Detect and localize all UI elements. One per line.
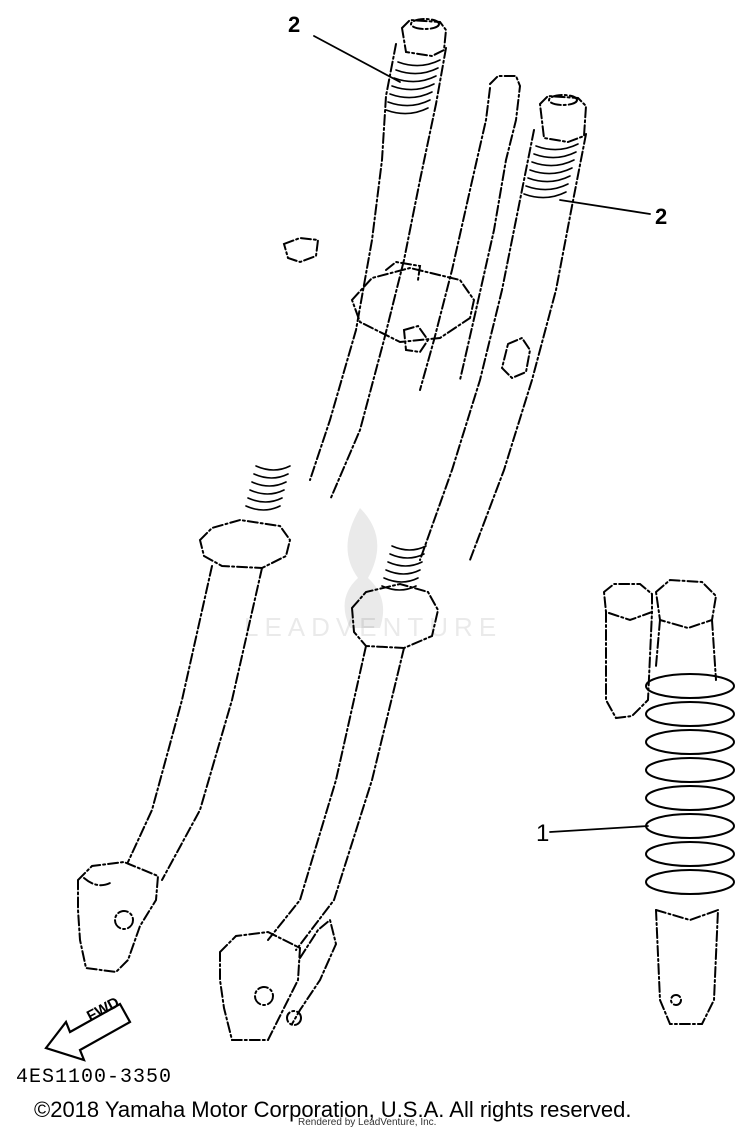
watermark: LEADVENTURE bbox=[244, 612, 503, 642]
callout-2-left-fork: 2 bbox=[288, 12, 301, 37]
fwd-arrow-icon bbox=[44, 1002, 132, 1062]
rear-shock-assembly bbox=[602, 578, 735, 1025]
left-fork-assembly bbox=[77, 18, 448, 974]
leader-lines bbox=[313, 35, 651, 833]
left-fork-spring-lower bbox=[245, 465, 291, 511]
callout-1-rear-shock: 1 bbox=[536, 820, 550, 847]
copyright-notice: ©2018 Yamaha Motor Corporation, U.S.A. A… bbox=[34, 1097, 632, 1122]
right-fork-spring-upper bbox=[523, 143, 579, 199]
rear-shock-spring bbox=[645, 673, 735, 895]
callout-2-right-fork: 2 bbox=[655, 204, 668, 229]
render-credit: Rendered by LeadVenture, Inc. bbox=[298, 1117, 437, 1128]
watermark-logo-icon bbox=[344, 508, 384, 628]
part-code: 4ES1100-3350 bbox=[16, 1066, 173, 1089]
steering-stem bbox=[350, 75, 522, 391]
right-fork-assembly bbox=[219, 94, 588, 1041]
left-fork-spring-upper bbox=[385, 59, 441, 115]
